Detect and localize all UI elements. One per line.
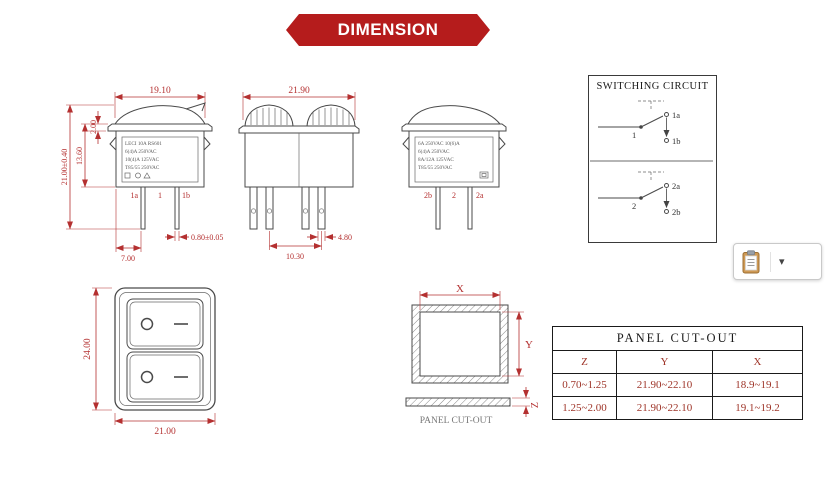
pole2-circuit: 2a 2b 2 bbox=[598, 171, 681, 217]
common-label: 2 bbox=[632, 201, 636, 211]
table-row: 0.70~1.25 21.90~22.10 18.9~19.1 bbox=[552, 373, 803, 397]
dimension-banner: DIMENSION bbox=[286, 14, 490, 46]
terminal-width-dim: 4.80 bbox=[307, 231, 352, 242]
terminal-label: 2b bbox=[424, 191, 432, 200]
contact-label: 2a bbox=[672, 181, 680, 191]
dim-label: 13.60 bbox=[75, 147, 84, 165]
terminal-label: 1 bbox=[158, 191, 162, 200]
table-cell: 0.70~1.25 bbox=[552, 373, 617, 397]
rating-plate-text: 6(4)A 250VAC bbox=[125, 148, 157, 155]
terminal-label: 2a bbox=[476, 191, 484, 200]
pole1-circuit: 1a 1b 1 bbox=[598, 100, 681, 146]
terminal-offset-dim: 7.00 bbox=[115, 189, 142, 263]
terminal-thickness-dim: 0.80±0.05 bbox=[165, 231, 223, 242]
table-cell: 18.9~19.1 bbox=[712, 373, 803, 397]
contact-label: 1a bbox=[672, 110, 680, 120]
rating-plate-text: LECI 10A RS601 bbox=[125, 141, 162, 147]
certification-marks-icon bbox=[124, 172, 151, 179]
switching-circuit-panel: SWITCHING CIRCUIT 1a 1b 1 bbox=[588, 75, 717, 243]
cutout-y-dim: Y bbox=[502, 311, 533, 377]
clipboard-widget[interactable]: ▾ bbox=[733, 243, 822, 280]
side-view-1-dims: 19.10 21.00±0.40 13.60 2.00 bbox=[60, 86, 206, 230]
table-row: 1.25~2.00 21.90~22.10 19.1~19.2 bbox=[552, 396, 803, 420]
front-view-dims: 21.90 bbox=[242, 86, 356, 120]
dim-label: X bbox=[456, 283, 464, 295]
common-label: 1 bbox=[632, 130, 636, 140]
switching-circuit-diagram: 1a 1b 1 2a 2b 2 bbox=[590, 100, 713, 217]
switch-front-outline bbox=[238, 104, 360, 230]
switching-circuit-title: SWITCHING CIRCUIT bbox=[596, 81, 709, 92]
front-view: 21.90 4.80 bbox=[238, 86, 360, 261]
dim-label: 10.30 bbox=[286, 252, 304, 261]
dim-label: 21.90 bbox=[288, 86, 310, 96]
table-header-z: Z bbox=[552, 350, 617, 374]
cutout-caption: PANEL CUT-OUT bbox=[420, 416, 493, 426]
clipboard-icon bbox=[742, 249, 760, 273]
table-cell: 21.90~22.10 bbox=[616, 373, 713, 397]
table-cell: 19.1~19.2 bbox=[712, 396, 803, 420]
dim-label: 4.80 bbox=[338, 233, 352, 242]
rating-plate-text: T85/55 250VAC bbox=[418, 165, 453, 171]
panel-side-section: Z PANEL CUT-OUT bbox=[405, 387, 541, 426]
side-view-2: 6A 250VAC 10(6)A 6(4)A 250VAC 8A/12A 125… bbox=[401, 105, 507, 230]
terminal-labels-pole2: 2b 2 2a bbox=[424, 191, 484, 200]
panel-cutout-table: PANEL CUT-OUT Z Y X 0.70~1.25 21.90~22.1… bbox=[552, 326, 803, 420]
terminal-labels-pole1: 1a 1 1b bbox=[130, 191, 190, 200]
dim-label: Y bbox=[525, 339, 533, 351]
rating-plate-text: 10(4)A 125VAC bbox=[125, 156, 160, 163]
cutout-x-dim: X bbox=[419, 283, 501, 310]
switch-side2-outline: 6A 250VAC 10(6)A 6(4)A 250VAC 8A/12A 125… bbox=[401, 105, 507, 230]
dim-label: 24.00 bbox=[83, 338, 93, 360]
terminal-spacing-dim: 10.30 bbox=[269, 231, 322, 261]
dim-label: 2.00 bbox=[89, 120, 98, 134]
table-cell: 1.25~2.00 bbox=[552, 396, 617, 420]
page-title: DIMENSION bbox=[337, 20, 439, 39]
switch-side-outline: LECI 10A RS601 6(4)A 250VAC 10(4)A 125VA… bbox=[107, 102, 213, 230]
face-view-dims: 24.00 21.00 bbox=[83, 287, 216, 437]
terminal-label: 2 bbox=[452, 191, 456, 200]
dim-label: 19.10 bbox=[149, 86, 171, 96]
rating-plate-text: 8A/12A 125VAC bbox=[418, 157, 454, 163]
dim-label: 0.80±0.05 bbox=[191, 233, 223, 242]
dim-label: Z bbox=[530, 402, 541, 408]
table-header-y: Y bbox=[616, 350, 713, 374]
switch-face-outline bbox=[114, 287, 216, 411]
rating-plate-text: 6(4)A 250VAC bbox=[418, 148, 450, 155]
terminal-label: 1a bbox=[130, 191, 138, 200]
table-cell: 21.90~22.10 bbox=[616, 396, 713, 420]
dim-label: 21.00±0.40 bbox=[60, 149, 69, 185]
cutout-frame bbox=[411, 304, 509, 384]
terminal-label: 1b bbox=[182, 191, 190, 200]
table-title: PANEL CUT-OUT bbox=[552, 326, 803, 351]
panel-cutout-drawing: X Y Z PANEL CUT-OUT bbox=[405, 283, 541, 426]
rocker-on-symbol bbox=[174, 323, 188, 378]
face-view: 24.00 21.00 bbox=[83, 287, 216, 437]
rocker-off-symbol bbox=[140, 317, 154, 384]
contact-label: 1b bbox=[672, 136, 681, 146]
rating-plate-text: T85/55 250VAC bbox=[125, 165, 160, 171]
dim-label: 21.00 bbox=[154, 427, 176, 437]
table-header-x: X bbox=[712, 350, 803, 374]
class2-insulation-icon bbox=[479, 171, 489, 179]
table-header-row: Z Y X bbox=[552, 350, 803, 374]
contact-label: 2b bbox=[672, 207, 681, 217]
side-view-1: 19.10 21.00±0.40 13.60 2.00 LECI 10A RS6… bbox=[60, 86, 223, 263]
dropdown-caret-icon[interactable]: ▾ bbox=[770, 251, 785, 272]
rating-plate-text: 6A 250VAC 10(6)A bbox=[418, 140, 460, 147]
dim-label: 7.00 bbox=[121, 254, 135, 263]
